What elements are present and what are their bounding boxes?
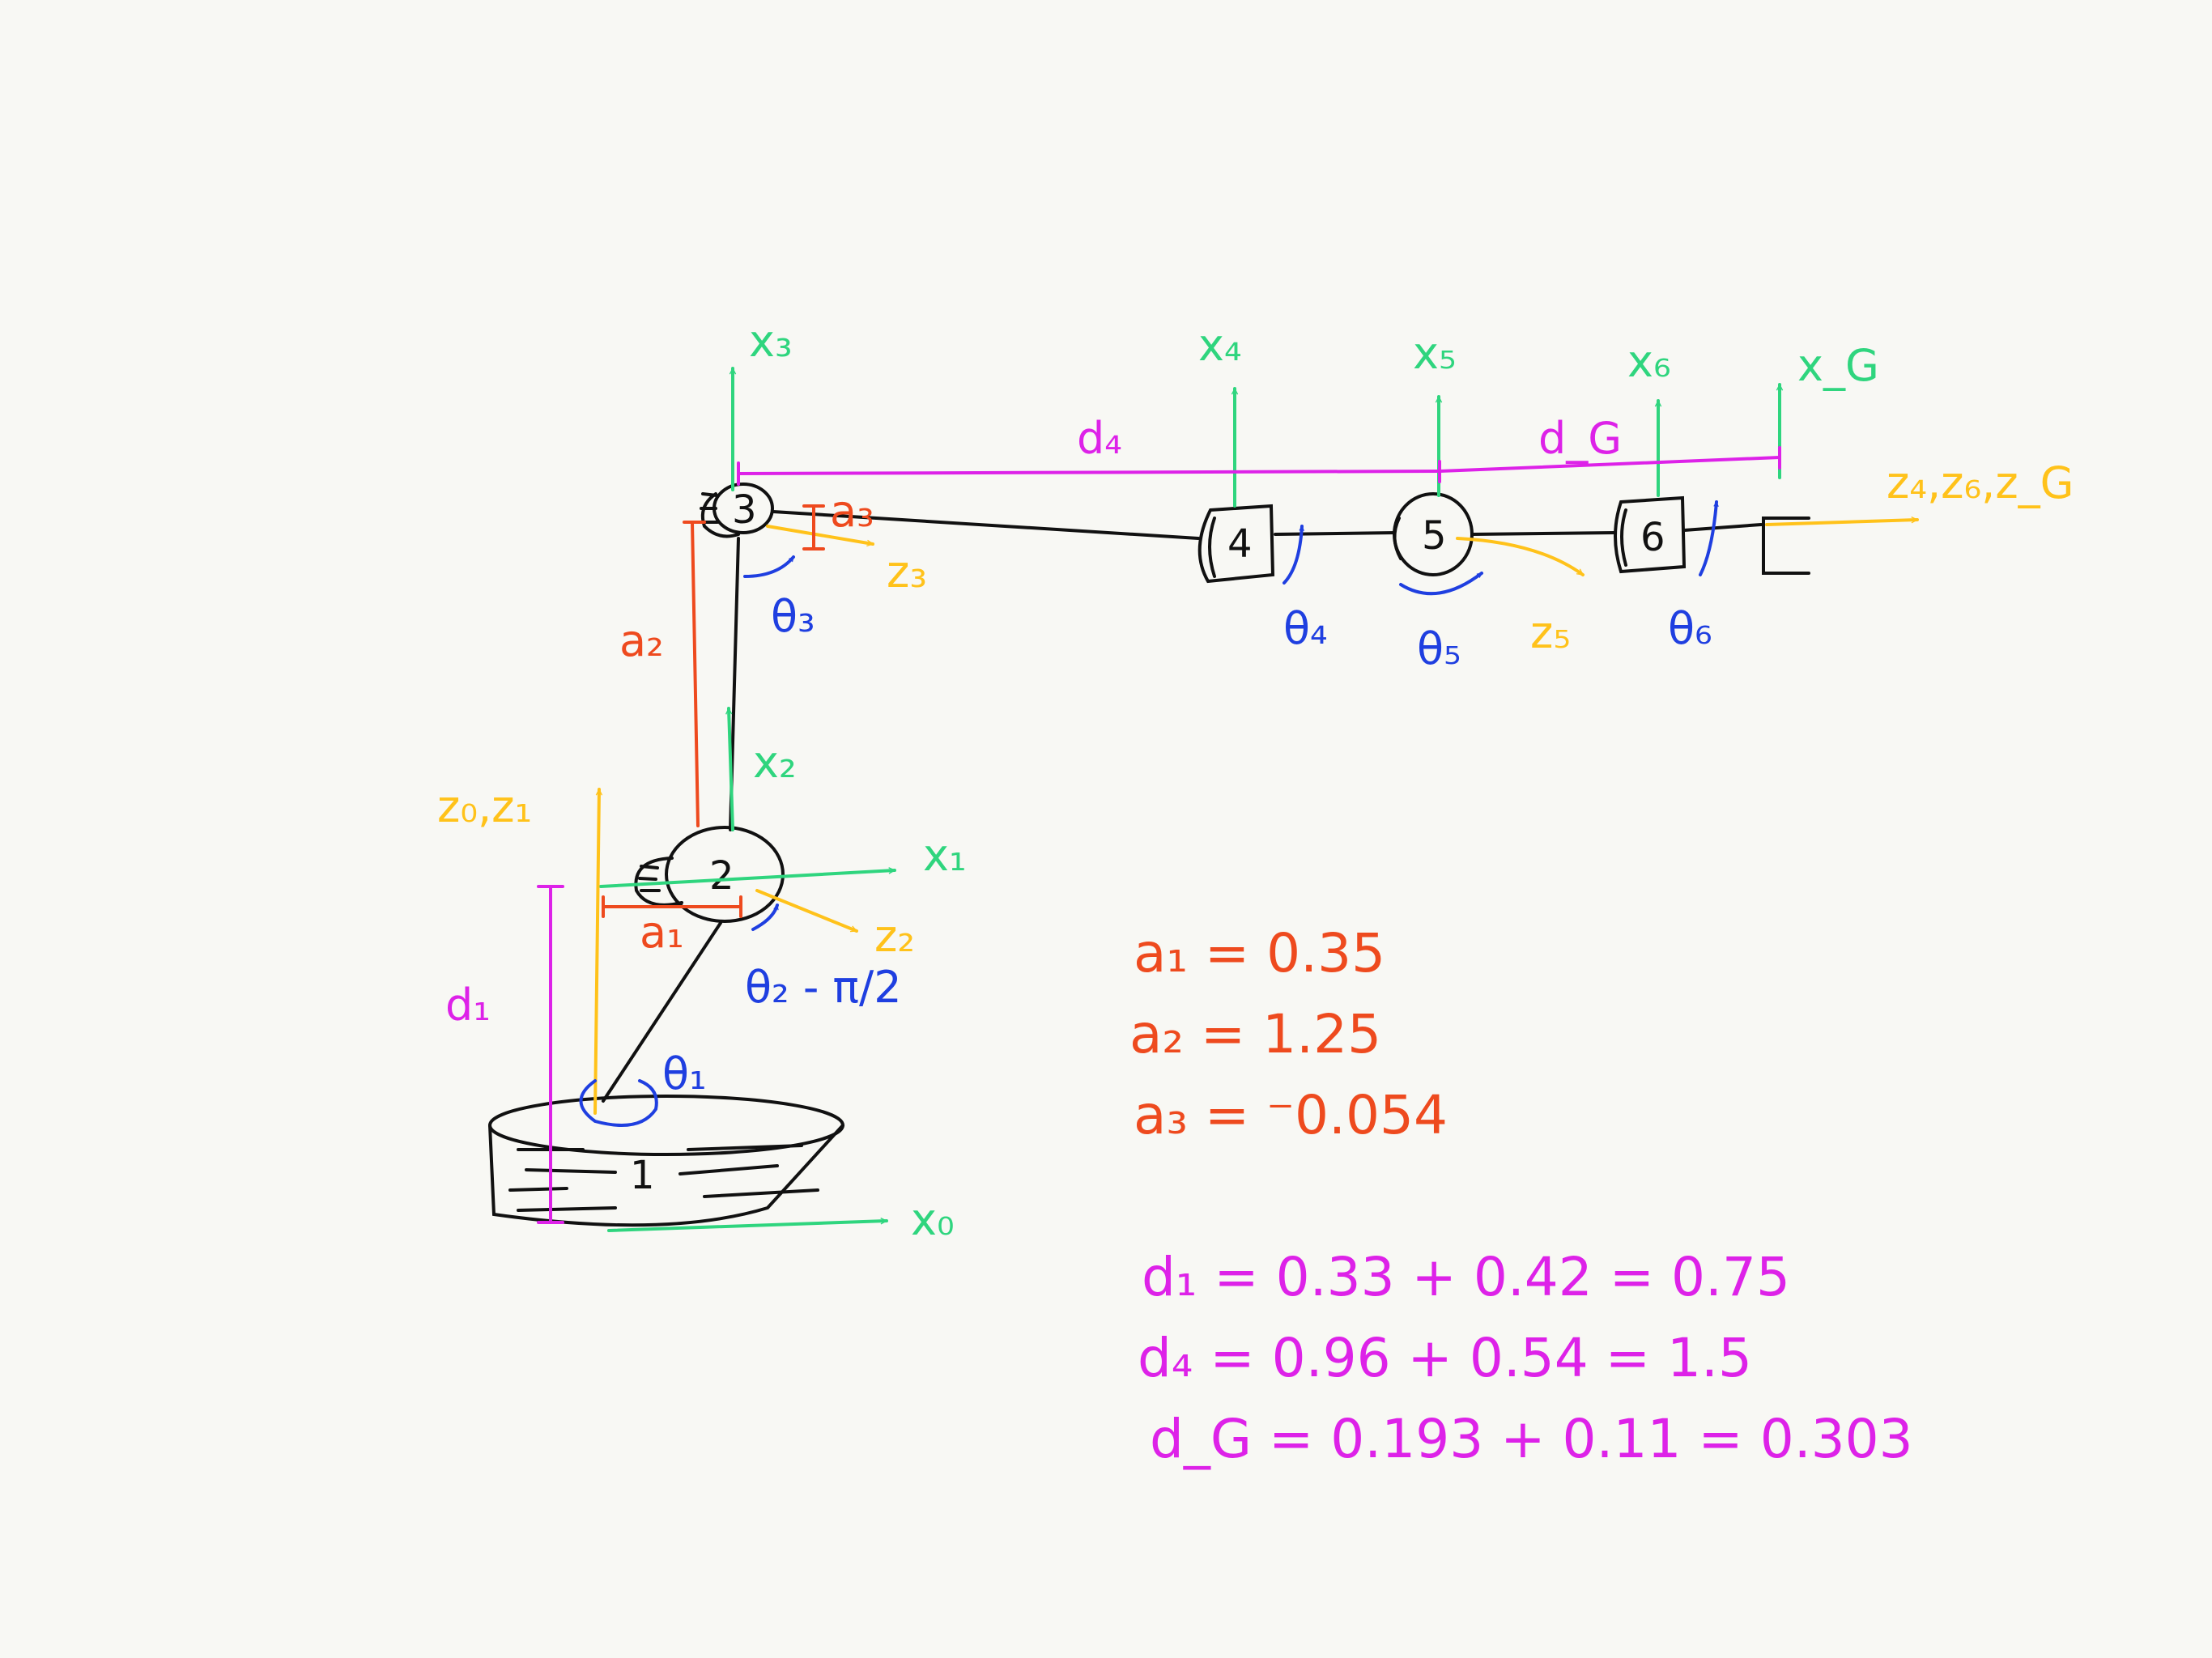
a-dimensions [602, 504, 825, 918]
x0-label: x₀ [911, 1194, 955, 1245]
dG-dimension [1438, 456, 1781, 473]
link-j3-to-j4 [772, 510, 1200, 540]
z2-arrow [755, 889, 858, 933]
robot-structure [488, 483, 1810, 1227]
d4-label: d₄ [1077, 413, 1122, 464]
z01-label: z₀,z₁ [437, 781, 532, 832]
joint-1-number: 1 [630, 1153, 655, 1198]
z3-arrow [766, 525, 874, 544]
theta1-label: θ₁ [662, 1048, 707, 1099]
z-axes [593, 520, 1919, 1115]
equation-a1: a₁ = 0.35 [1134, 922, 1385, 984]
x0-arrow [607, 1221, 888, 1232]
gripper [1762, 517, 1810, 575]
x5-label: x₅ [1413, 328, 1457, 379]
x1-arrow [599, 870, 896, 888]
equation-d4: d₄ = 0.96 + 0.54 = 1.5 [1138, 1327, 1752, 1389]
theta-rotations [579, 500, 1717, 1127]
theta2-label: θ₂ - π/2 [745, 962, 902, 1013]
joint-3 [700, 483, 774, 538]
x4-label: x₄ [1198, 320, 1242, 371]
z3-label: z₃ [887, 546, 927, 597]
z01-arrow [593, 788, 599, 1115]
d-dimensions [537, 446, 1781, 1224]
joint-6-number: 6 [1640, 515, 1665, 560]
base-joint-1 [488, 1095, 844, 1227]
joint-4 [1197, 504, 1275, 584]
x3-label: x₃ [749, 316, 793, 367]
a2-dimension [691, 521, 700, 827]
a3-label: a₃ [830, 486, 874, 537]
joint-6 [1614, 495, 1687, 574]
equation-d1: d₁ = 0.33 + 0.42 = 0.75 [1142, 1246, 1790, 1308]
joint-5-number: 5 [1422, 513, 1447, 559]
theta3-arrow [743, 555, 795, 578]
link-j6-to-gripper [1682, 523, 1763, 532]
joint-2 [634, 826, 785, 923]
d1-label: d₁ [445, 980, 491, 1031]
link-j5-to-j6 [1470, 531, 1617, 536]
x2-arrow [729, 707, 734, 831]
a2-label: a₂ [619, 615, 664, 666]
link-j4-to-j5 [1274, 531, 1398, 536]
theta4-label: θ₄ [1283, 603, 1328, 654]
theta6-label: θ₆ [1668, 603, 1712, 654]
theta6-arrow [1699, 500, 1716, 576]
dG-label: d_G [1538, 413, 1622, 464]
z5-arrow [1456, 537, 1585, 576]
theta5-label: θ₅ [1417, 623, 1461, 674]
theta3-label: θ₃ [771, 591, 815, 642]
d4-dimension [737, 470, 1441, 475]
theta5-arrow [1399, 572, 1483, 596]
z46G-label: z₄,z₆,z_G [1887, 457, 2074, 508]
xG-label: x_G [1797, 340, 1879, 391]
equation-a3: a₃ = ⁻0.054 [1134, 1084, 1448, 1146]
joint-4-number: 4 [1227, 521, 1253, 567]
z5-label: z₅ [1530, 607, 1571, 658]
x2-label: x₂ [753, 737, 797, 788]
equation-dG: d_G = 0.193 + 0.11 = 0.303 [1150, 1408, 1913, 1470]
x6-label: x₆ [1627, 336, 1671, 387]
a1-label: a₁ [640, 907, 684, 958]
joint-2-number: 2 [709, 853, 734, 899]
x1-label: x₁ [923, 830, 967, 881]
link-base-to-j2 [602, 921, 722, 1103]
equation-a2: a₂ = 1.25 [1129, 1003, 1381, 1065]
z46G-arrow [1765, 520, 1919, 526]
joint-3-number: 3 [732, 487, 757, 533]
theta4-arrow [1283, 525, 1302, 585]
z2-label: z₂ [874, 911, 915, 962]
theta2-arrow [751, 903, 779, 931]
theta1-arrow [579, 1079, 658, 1127]
